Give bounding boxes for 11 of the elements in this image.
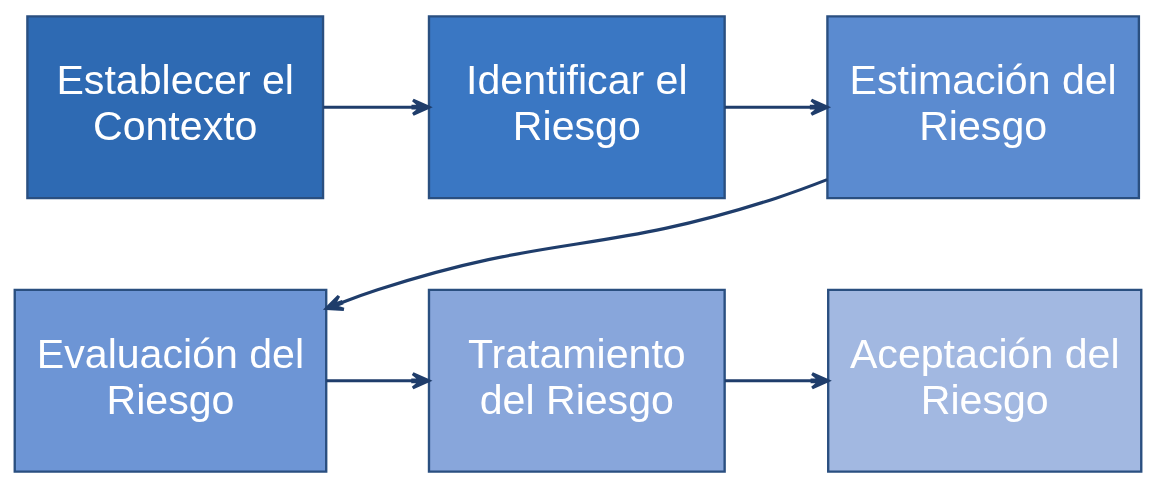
arrow: [323, 98, 431, 116]
node-box: Aceptación del Riesgo: [827, 288, 1143, 473]
node-box: Evaluación del Riesgo: [13, 288, 328, 473]
node-box: Identificar el Riesgo: [427, 14, 726, 199]
node-box: Estimación del Riesgo: [826, 14, 1141, 199]
node-box: Establecer el Contexto: [26, 14, 325, 199]
arrow: [724, 98, 829, 116]
arrow: [326, 371, 431, 389]
arrow: [324, 177, 828, 311]
arrow: [725, 371, 830, 389]
node-box: Tratamiento del Riesgo: [427, 288, 726, 473]
